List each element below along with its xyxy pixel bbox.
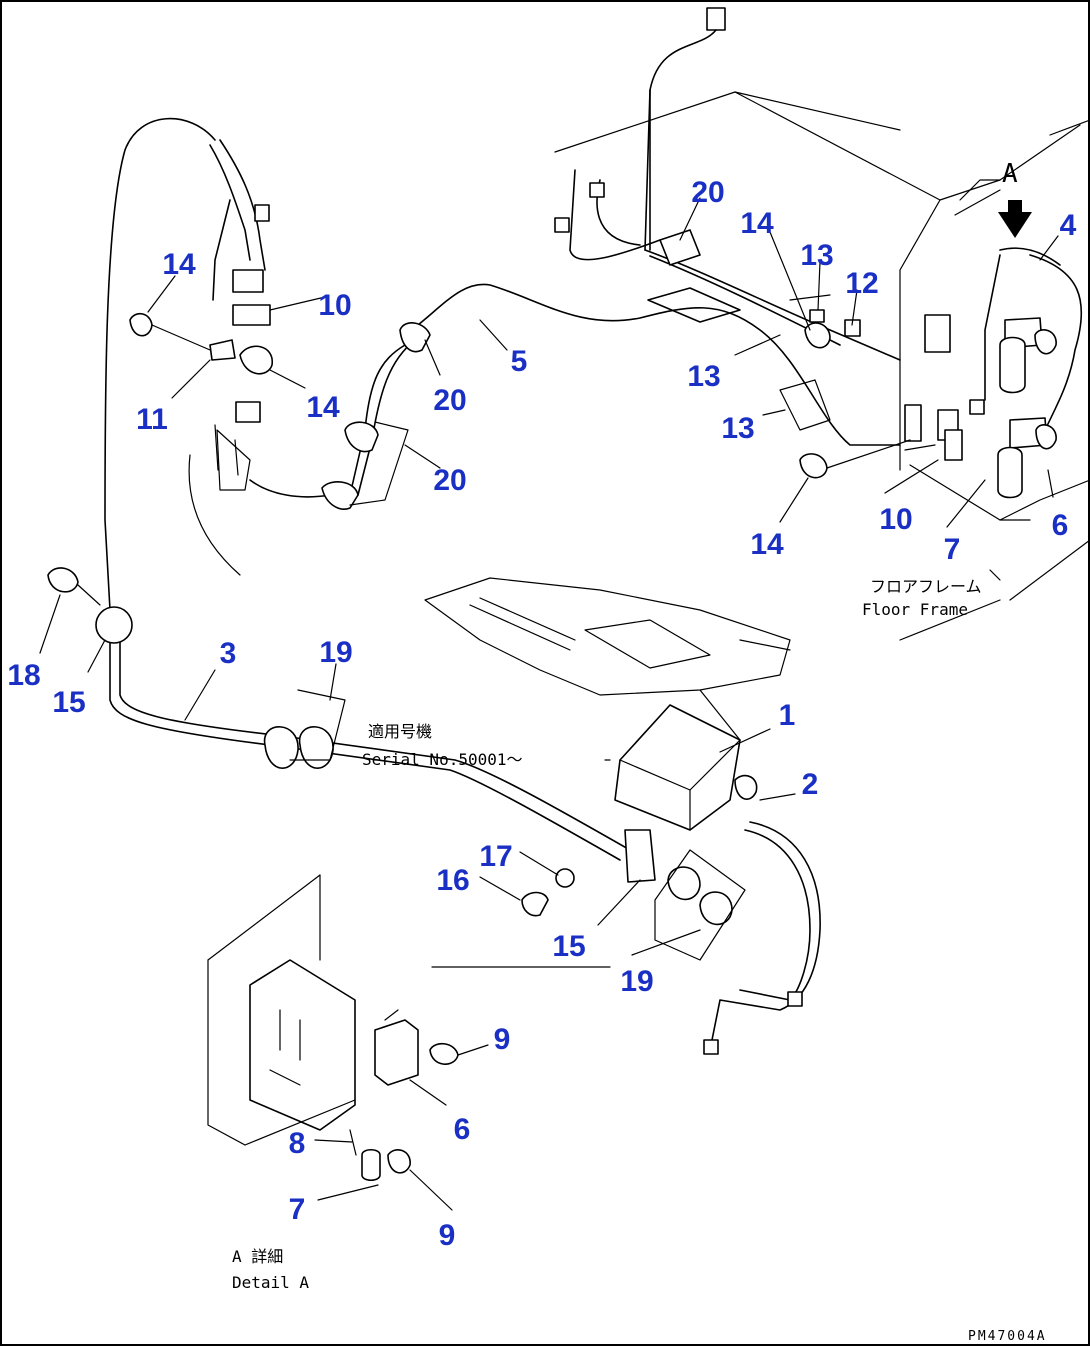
serial-en-label: Serial No.50001～ bbox=[362, 750, 523, 769]
leader-lines bbox=[39, 197, 1059, 1211]
callout-11: 11 bbox=[136, 403, 168, 436]
callout-12: 12 bbox=[845, 267, 878, 300]
callout-numbers: 1234566778991010111213131314141414151516… bbox=[7, 176, 1076, 1252]
connector-h bbox=[969, 399, 985, 415]
detail-a-view bbox=[207, 874, 459, 1182]
callout-19: 19 bbox=[620, 965, 653, 998]
callout-16: 16 bbox=[436, 864, 469, 897]
callout-13: 13 bbox=[721, 412, 754, 445]
serial-jp-label: 適用号機 bbox=[368, 722, 432, 741]
detail-marker-label: A bbox=[1002, 159, 1018, 189]
callout-3: 3 bbox=[220, 637, 237, 670]
harness-3 bbox=[47, 567, 631, 861]
clamp-15-left bbox=[95, 606, 133, 644]
callout-14: 14 bbox=[162, 248, 196, 281]
callout-14: 14 bbox=[750, 528, 784, 561]
callout-6: 6 bbox=[454, 1113, 471, 1146]
notes: フロアフレーム Floor Frame 適用号機 Serial No.50001… bbox=[232, 577, 1047, 1344]
connector-a bbox=[589, 182, 605, 198]
connector-i bbox=[904, 404, 922, 442]
floor-frame-jp-label: フロアフレーム bbox=[870, 577, 982, 596]
floor-frame-en-label: Floor Frame bbox=[862, 600, 968, 619]
floor-plate bbox=[424, 577, 791, 741]
floor-frame-outline bbox=[554, 91, 1090, 601]
callout-1: 1 bbox=[779, 699, 796, 732]
harness-5 bbox=[188, 283, 901, 576]
callout-7: 7 bbox=[944, 533, 961, 566]
callout-14: 14 bbox=[740, 207, 774, 240]
callout-14: 14 bbox=[306, 391, 340, 424]
callout-9: 9 bbox=[439, 1219, 456, 1252]
callout-10: 10 bbox=[318, 289, 351, 322]
callout-17: 17 bbox=[479, 840, 512, 873]
callout-13: 13 bbox=[800, 239, 833, 272]
controller-box bbox=[614, 704, 758, 831]
detail-jp-label: A 詳細 bbox=[232, 1247, 283, 1266]
callout-20: 20 bbox=[433, 384, 466, 417]
detail-en-label: Detail A bbox=[232, 1273, 309, 1292]
callout-15: 15 bbox=[552, 930, 585, 963]
callout-5: 5 bbox=[511, 345, 528, 378]
top-connector bbox=[706, 7, 726, 31]
callout-10: 10 bbox=[879, 503, 912, 536]
connector-f bbox=[787, 991, 803, 1007]
lower-right-harness bbox=[431, 759, 821, 1055]
upper-harness bbox=[554, 7, 901, 361]
washer-17 bbox=[555, 868, 575, 888]
arrow-down-icon bbox=[998, 200, 1032, 238]
connector-b bbox=[554, 217, 570, 233]
callout-2: 2 bbox=[802, 768, 819, 801]
callout-6: 6 bbox=[1052, 509, 1069, 542]
callout-4: 4 bbox=[1060, 209, 1077, 242]
callout-9: 9 bbox=[494, 1023, 511, 1056]
callout-20: 20 bbox=[691, 176, 724, 209]
relay-assembly-upper bbox=[779, 247, 1083, 499]
callout-19: 19 bbox=[319, 636, 352, 669]
callout-7: 7 bbox=[289, 1193, 306, 1226]
callout-8: 8 bbox=[289, 1127, 306, 1160]
detail-a-arrow: A bbox=[998, 159, 1032, 238]
connector-e bbox=[235, 401, 261, 423]
drawing-code: PM47004A bbox=[968, 1329, 1047, 1344]
connector-d bbox=[232, 269, 264, 293]
callout-18: 18 bbox=[7, 659, 40, 692]
callout-15: 15 bbox=[52, 686, 85, 719]
callout-13: 13 bbox=[687, 360, 720, 393]
callout-20: 20 bbox=[433, 464, 466, 497]
connector-g bbox=[703, 1039, 719, 1055]
connector-c bbox=[254, 204, 270, 222]
left-harness-loop bbox=[104, 117, 273, 611]
